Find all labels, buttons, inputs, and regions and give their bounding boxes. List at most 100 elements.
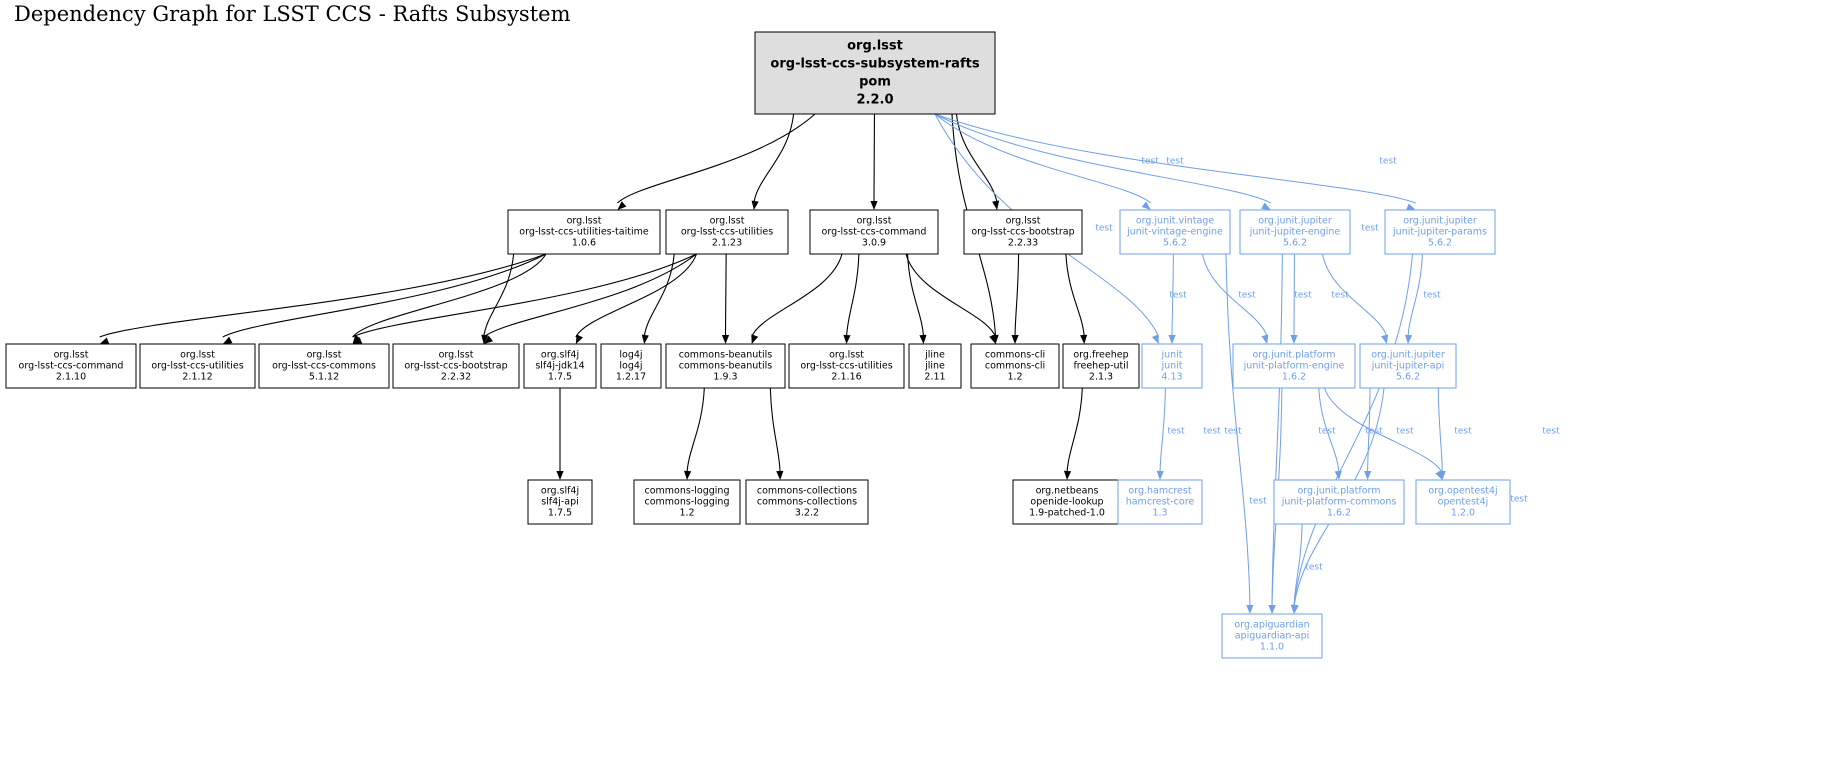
node-label-line: 2.1.12 xyxy=(182,372,212,383)
edge-label-test: test xyxy=(1305,563,1323,573)
node-label-line: apiguardian-api xyxy=(1235,631,1310,642)
edge-arrow-head xyxy=(1080,334,1088,344)
graph-node-utilities-taitime[interactable]: org.lsstorg-lsst-ccs-utilities-taitime1.… xyxy=(507,209,661,255)
graph-edge-ccs-command-309-to-commons-beanutils xyxy=(751,253,843,338)
edge-arrow-head xyxy=(1063,470,1072,480)
graph-node-junit-platform-engine[interactable]: org.junit.platformjunit-platform-engine1… xyxy=(1232,343,1356,389)
graph-node-root[interactable]: org.lsstorg-lsst-ccs-subsystem-raftspom2… xyxy=(754,31,996,115)
node-label-line: org.slf4j xyxy=(541,486,579,497)
node-box xyxy=(908,343,962,389)
graph-edge-root-to-junit-jupiter-params xyxy=(934,113,1416,204)
node-label-line: 4.13 xyxy=(1161,372,1182,383)
node-label-line: commons-collections xyxy=(757,486,857,497)
graph-node-junit-vintage-engine[interactable]: org.junit.vintagejunit-vintage-engine5.6… xyxy=(1119,209,1231,255)
node-label-line: junit-jupiter-engine xyxy=(1249,227,1341,238)
node-label-line: 3.2.2 xyxy=(795,508,819,519)
edge-arrow-head xyxy=(1406,203,1416,211)
node-label-line: junit-vintage-engine xyxy=(1126,227,1223,238)
graph-edge-root-to-junit-vintage-engine xyxy=(934,113,1152,204)
node-label-line: junit-platform-commons xyxy=(1281,497,1397,508)
edge-label-test: test xyxy=(1249,497,1267,507)
graph-node-openide-lookup[interactable]: org.netbeansopenide-lookup1.9-patched-1.… xyxy=(1012,479,1122,525)
edge-arrow-head xyxy=(843,334,851,344)
edge-arrow-head xyxy=(1011,334,1019,344)
edge-arrow-head xyxy=(575,334,584,344)
page-title: Dependency Graph for LSST CCS - Rafts Su… xyxy=(14,2,571,26)
graph-node-junit-platform-commons[interactable]: org.junit.platformjunit-platform-commons… xyxy=(1273,479,1405,525)
node-box xyxy=(139,343,256,389)
node-label-line: 2.2.32 xyxy=(441,372,471,383)
graph-node-commons-collections[interactable]: commons-collectionscommons-collections3.… xyxy=(745,479,869,525)
edge-arrow-head xyxy=(751,334,759,344)
graph-edge-junit-jupiter-params-to-junit-jupiter-api xyxy=(1407,253,1423,338)
node-label-line: 2.1.10 xyxy=(56,372,86,383)
graph-node-junit-jupiter-engine[interactable]: org.junit.jupiterjunit-jupiter-engine5.6… xyxy=(1239,209,1351,255)
edge-arrow-head xyxy=(1381,334,1389,344)
node-label-line: 1.2 xyxy=(679,508,694,519)
node-label-line: 5.6.2 xyxy=(1428,238,1452,249)
edge-arrow-head xyxy=(641,334,649,344)
graph-edge-junit-jupiter-api-to-opentest4j xyxy=(1437,387,1443,474)
node-label-line: org.lsst xyxy=(307,350,342,361)
graph-edge-root-to-ccs-bootstrap-2233 xyxy=(955,113,998,204)
node-label-line: org-lsst-ccs-utilities xyxy=(800,361,892,372)
edge-arrow-head xyxy=(1246,604,1254,614)
node-label-line: org.junit.vintage xyxy=(1136,216,1215,227)
node-label-line: 5.1.12 xyxy=(309,372,339,383)
node-label-line: org-lsst-ccs-utilities-taitime xyxy=(519,227,649,238)
node-label-line: org.lsst xyxy=(439,350,474,361)
graph-edge-junit-jupiter-params-to-apiguardian-api xyxy=(1293,253,1413,608)
edge-arrow-head xyxy=(352,334,362,344)
graph-edge-freehep-util-to-openide-lookup xyxy=(1066,387,1083,474)
edge-arrow-head xyxy=(1141,201,1151,210)
edge-arrow-head xyxy=(1291,604,1299,614)
edge-label-test: test xyxy=(1361,224,1379,234)
graph-edge-junit-platform-engine-to-opentest4j xyxy=(1324,387,1443,474)
node-label-line: org.freehep xyxy=(1073,350,1128,361)
node-label-line: commons-cli xyxy=(985,361,1045,372)
edge-arrow-head xyxy=(1151,334,1159,344)
node-label-line: org.junit.platform xyxy=(1252,350,1335,361)
edge-label-test: test xyxy=(1224,427,1242,437)
node-box xyxy=(5,343,137,389)
graph-edge-ccs-bootstrap-2233-to-freehep-util xyxy=(1065,253,1085,338)
edge-arrow-head xyxy=(1261,334,1269,344)
node-label-line: junit-jupiter-params xyxy=(1392,227,1487,238)
graph-edge-junit-platform-engine-to-junit-platform-commons xyxy=(1318,387,1340,474)
node-label-line: jline xyxy=(924,350,945,361)
node-box xyxy=(665,343,786,389)
node-label-line: org-lsst-ccs-subsystem-rafts xyxy=(770,57,979,72)
graph-edge-commons-beanutils-to-commons-collections xyxy=(769,387,781,474)
graph-edge-utilities-taitime-to-ccs-command-2110 xyxy=(99,253,547,338)
node-label-line: commons-logging xyxy=(645,497,730,508)
graph-node-junit-jupiter-params[interactable]: org.junit.jupiterjunit-jupiter-params5.6… xyxy=(1384,209,1496,255)
node-box xyxy=(527,479,593,525)
graph-edge-ccs-command-309-to-jline xyxy=(907,253,925,338)
node-box xyxy=(392,343,520,389)
node-label-line: org-lsst-ccs-utilities xyxy=(681,227,773,238)
edge-arrow-head xyxy=(1156,470,1164,480)
node-box xyxy=(1119,209,1231,255)
